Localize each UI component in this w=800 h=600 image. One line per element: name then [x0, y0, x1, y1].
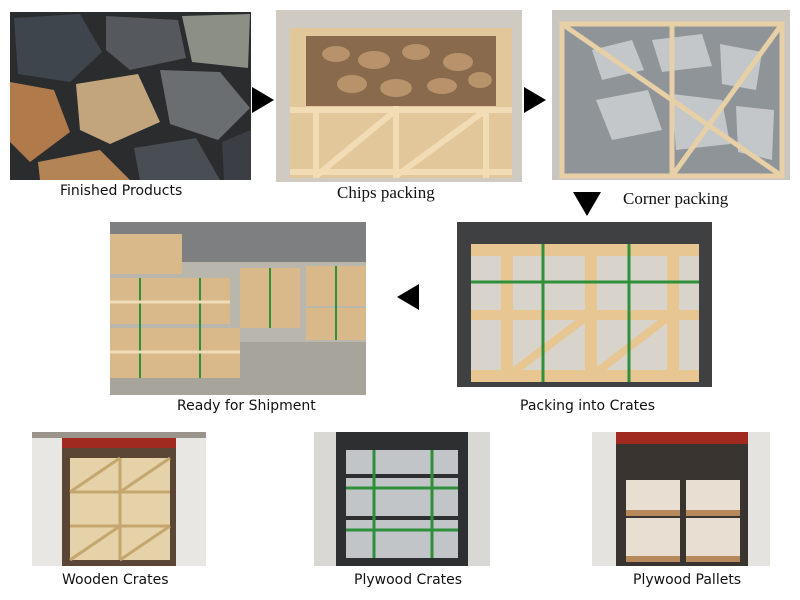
- packing-into-crates-photo: [457, 222, 712, 387]
- arrow-right-icon: [252, 87, 274, 113]
- ready-for-shipment-photo: [110, 222, 366, 395]
- packing-into-crates-caption: Packing into Crates: [520, 398, 656, 414]
- plywood-pallets-caption: Plywood Pallets: [633, 572, 742, 588]
- finished-products-caption: Finished Products: [60, 183, 183, 199]
- corner-packing-caption: Corner packing: [623, 189, 729, 208]
- arrow-down-icon: [573, 192, 601, 216]
- wooden-crates-caption: Wooden Crates: [62, 572, 169, 588]
- ready-for-shipment-caption: Ready for Shipment: [177, 398, 316, 414]
- plywood-crates-caption: Plywood Crates: [354, 572, 463, 588]
- arrow-right-icon: [524, 87, 546, 113]
- wooden-crates-photo: [32, 432, 206, 566]
- corner-packing-photo: [552, 10, 790, 180]
- plywood-pallets-photo: [592, 432, 770, 566]
- plywood-crates-photo: [314, 432, 490, 566]
- chips-packing-caption: Chips packing: [337, 183, 435, 202]
- arrow-left-icon: [397, 284, 419, 310]
- chips-packing-photo: [276, 10, 522, 182]
- finished-products-photo: [10, 12, 251, 180]
